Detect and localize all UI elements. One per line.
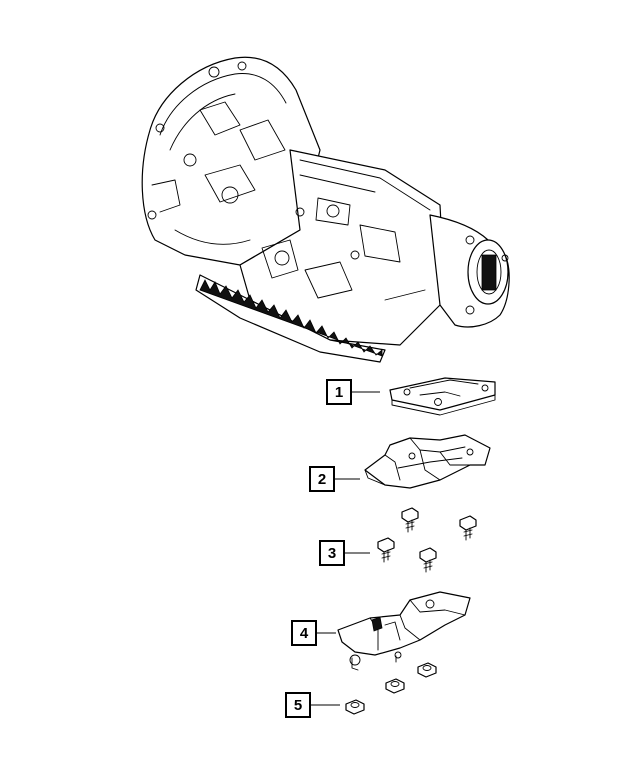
bolt-c xyxy=(377,537,395,563)
part-2-crossmember-bracket xyxy=(364,434,491,489)
bolt-a xyxy=(401,507,419,533)
part-3-bolts xyxy=(377,507,477,573)
bolt-b xyxy=(459,515,477,541)
part-4-transmission-mount xyxy=(337,591,471,671)
callout-2-label: 2 xyxy=(318,471,326,488)
callout-1: 1 xyxy=(326,379,380,405)
callout-1-label: 1 xyxy=(335,384,343,401)
callout-5: 5 xyxy=(285,692,340,718)
part-1-mount-plate xyxy=(389,377,496,416)
bolt-d xyxy=(419,547,437,573)
callout-4-label: 4 xyxy=(300,625,309,642)
callout-3: 3 xyxy=(319,540,370,566)
nut-c xyxy=(345,699,365,715)
callout-5-label: 5 xyxy=(294,697,302,714)
nut-b xyxy=(385,678,405,694)
nut-a xyxy=(417,662,437,678)
callout-3-label: 3 xyxy=(328,545,336,562)
callout-4: 4 xyxy=(291,620,336,646)
callout-2: 2 xyxy=(309,466,360,492)
part-5-nuts xyxy=(345,662,437,715)
transmission-assembly xyxy=(141,56,510,363)
